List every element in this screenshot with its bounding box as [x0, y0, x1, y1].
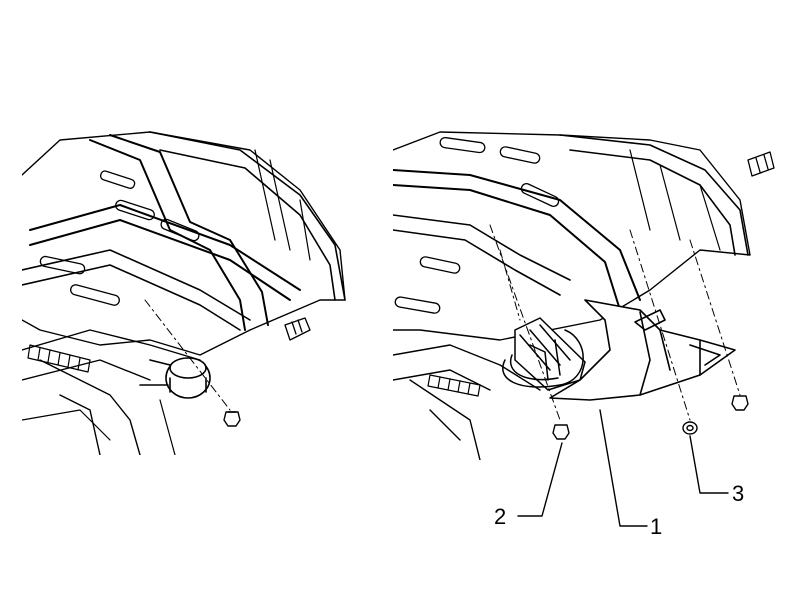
leader-3 [689, 435, 729, 494]
callout-1: 1 [650, 514, 662, 539]
view-direction-icon [747, 151, 775, 177]
left-panel-before-installation [22, 131, 346, 455]
callout-leaders [517, 409, 729, 527]
view-direction-icon [284, 317, 311, 341]
leader-2 [517, 442, 563, 517]
leader-1 [599, 409, 648, 527]
callout-3: 3 [732, 481, 744, 506]
callout-2: 2 [494, 504, 506, 529]
right-panel-installed-view [393, 131, 775, 460]
